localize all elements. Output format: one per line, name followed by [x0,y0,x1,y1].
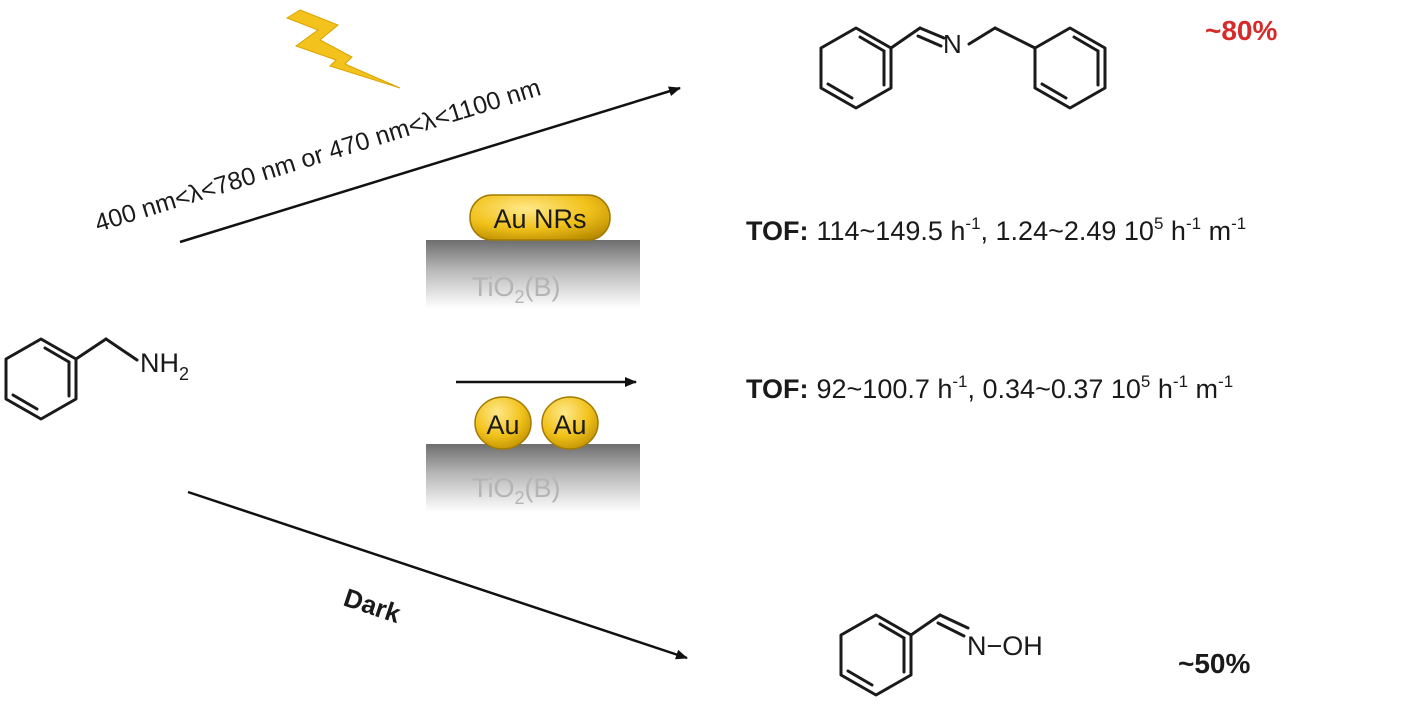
benzylamine-structure [4,337,139,421]
light-reaction-arrow [179,86,681,244]
wavelength-text-3: <1100 nm [431,73,544,132]
gold-particle-2 [541,396,599,450]
dark-condition-label: Dark [340,582,405,629]
imine-yield: ~80% [1205,15,1277,46]
gold-particle-1 [474,396,532,450]
dark-reaction-arrow [187,490,688,660]
lightning-icon [285,9,401,89]
gold-particle-2-label: Au [553,410,586,440]
tof-particles: TOF:92~100.7 h-1, 0.34~0.37 105 h-1 m-1 [746,372,1233,404]
tio2-support-label-2: TiO2(B) [472,473,561,508]
wavelength-text-1: 400 nm< [91,182,193,238]
gold-nanorod [469,194,611,241]
tio2-support-particles [426,444,640,512]
imine-nitrogen-label: N [943,29,962,59]
tio2-support-label-1: TiO2(B) [472,272,561,307]
tof-nanorods: TOF:114~149.5 h-1, 1.24~2.49 105 h-1 m-1 [746,214,1246,246]
oxime-product-structure [839,613,970,697]
wavelength-text-2: <780 nm or 470 nm< [197,110,427,205]
oxime-group-label: N−OH [967,631,1043,661]
gold-particle-1-label: Au [486,410,519,440]
tio2-support-nanorods [426,240,640,308]
amine-group-label: NH2 [140,348,189,384]
oxime-yield: ~50% [1178,648,1250,679]
imine-product-structure [819,26,1107,110]
gold-nanorod-label: Au NRs [493,204,586,234]
